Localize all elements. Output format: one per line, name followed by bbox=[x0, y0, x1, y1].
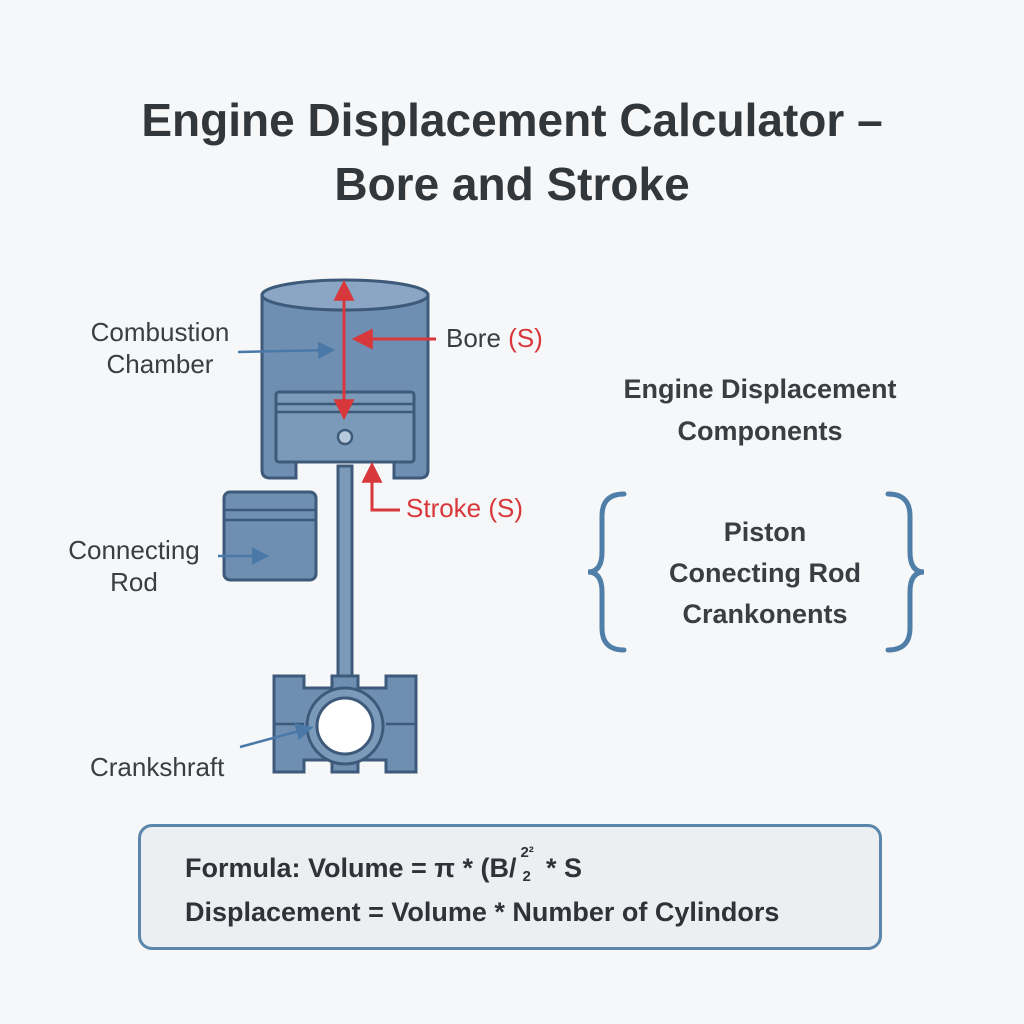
list-item: Conecting Rod bbox=[669, 558, 861, 588]
bore-label: Bore (S) bbox=[446, 323, 543, 353]
crankshaft-pointer bbox=[239, 723, 314, 749]
left-brace bbox=[587, 491, 627, 653]
formula-displacement: Displacement = Volume * Number of Cylind… bbox=[185, 897, 780, 927]
components-list: Piston Conecting Rod Crankonents bbox=[620, 512, 910, 635]
piston bbox=[274, 390, 416, 464]
title-line-1: Engine Displacement Calculator – bbox=[141, 94, 883, 146]
stroke-label: Stroke (S) bbox=[406, 493, 524, 523]
title-line-2: Bore and Stroke bbox=[334, 158, 690, 210]
stroke-dimension-arrow bbox=[361, 461, 400, 512]
page-title: Engine Displacement Calculator – Bore an… bbox=[62, 88, 962, 216]
list-item: Crankonents bbox=[682, 599, 848, 629]
connecting-rod-label: Connecting Rod bbox=[68, 535, 200, 597]
crankshaft-label: Crankshraft bbox=[90, 752, 225, 782]
right-brace bbox=[885, 491, 925, 653]
crankshaft bbox=[272, 674, 418, 774]
bore-dimension-arrow bbox=[333, 279, 436, 421]
connecting-rod-block bbox=[222, 490, 318, 582]
combustion-chamber-label: Combustion Chamber bbox=[90, 317, 230, 379]
components-heading: Engine Displacement Components bbox=[623, 374, 897, 446]
connecting-rod bbox=[336, 464, 354, 692]
list-item: Piston bbox=[723, 517, 807, 547]
combustion-pointer bbox=[237, 341, 336, 360]
